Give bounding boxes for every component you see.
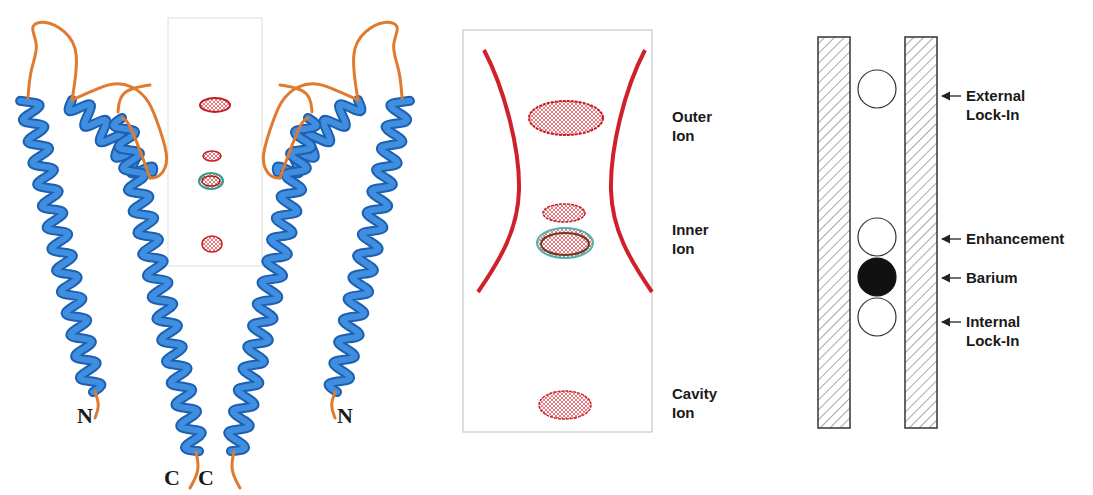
site-label: Cavity Ion: [672, 384, 732, 422]
leader-arrows: [942, 96, 961, 322]
loop: [118, 85, 150, 112]
ion-site: [858, 70, 896, 108]
site-label: Outer Ion: [672, 107, 732, 145]
helix: [20, 101, 101, 392]
helix-highlight: [114, 118, 202, 451]
barium-ion: [858, 258, 896, 296]
loop: [72, 84, 167, 178]
loop: [28, 22, 76, 100]
loop: [354, 22, 402, 100]
ion-site: [858, 218, 896, 256]
helix-highlight: [277, 100, 362, 173]
pore-wall: [905, 37, 937, 428]
helix-highlight: [20, 101, 101, 392]
terminus-label: N: [77, 404, 93, 428]
loop: [332, 392, 335, 418]
protein-ribbon: [20, 22, 410, 488]
loop: [190, 452, 198, 488]
helix: [329, 101, 410, 392]
loop: [122, 118, 150, 178]
helix: [277, 100, 362, 173]
site-label: Barium: [966, 268, 1018, 287]
loop: [263, 84, 358, 178]
loop: [280, 118, 308, 178]
site-label: Internal Lock-In: [966, 312, 1058, 350]
ion-densities-small: [199, 98, 230, 252]
site-label: Inner Ion: [672, 220, 732, 258]
helix-highlight: [329, 101, 410, 392]
zoom-frame: [463, 30, 652, 432]
loop: [95, 392, 98, 418]
loop: [280, 85, 312, 112]
site-label: External Lock-In: [966, 86, 1058, 124]
helix-highlight: [69, 100, 154, 173]
loop: [232, 452, 240, 488]
density-frame: [168, 18, 262, 266]
helix: [114, 118, 202, 451]
terminus-label: C: [164, 466, 180, 490]
filter-wall: [611, 50, 652, 292]
ion-densities: [529, 101, 603, 419]
helix-highlight: [228, 118, 316, 451]
helix: [69, 100, 154, 173]
pore-wall: [818, 37, 850, 428]
helix: [228, 118, 316, 451]
filter-wall: [478, 50, 519, 292]
terminus-label: N: [337, 404, 353, 428]
ion-site: [858, 298, 896, 336]
site-label: Enhancement: [966, 229, 1064, 248]
terminus-label: C: [198, 466, 214, 490]
